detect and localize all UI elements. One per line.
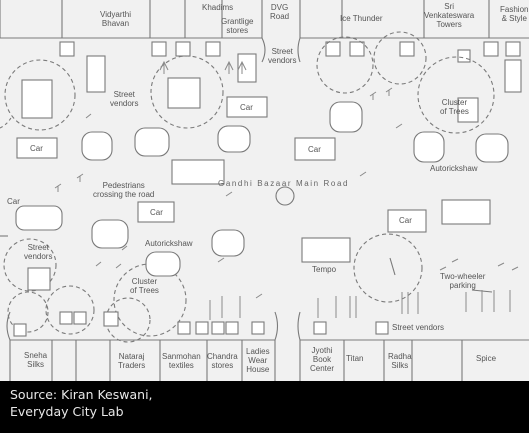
label-car-3: Car xyxy=(308,145,321,154)
shop-sri-venkateswara-towers: Sri Venkateswara Towers xyxy=(424,2,475,29)
shop-nataraj-traders: Nataraj Traders xyxy=(118,352,146,370)
label-autorickshaw-right: Autorickshaw xyxy=(430,164,478,173)
shop-khadims: Khadims xyxy=(202,3,234,12)
shop-grantlige-stores: Grantlige stores xyxy=(221,17,254,35)
label-autorickshaw-middle: Autorickshaw xyxy=(145,239,193,248)
caption-line-2: Everyday City Lab xyxy=(10,404,124,419)
map-drawing xyxy=(0,0,529,381)
label-cluster-of-trees-right: Cluster of Trees xyxy=(440,98,469,116)
shop-sneha-silks: Sneha Silks xyxy=(24,351,48,369)
shop-radha-silks: Radha Silks xyxy=(388,352,412,370)
shop-vidyarthi-bhavan: Vidyarthi Bhavan xyxy=(100,10,131,28)
shop-titan: Titan xyxy=(346,354,364,363)
label-car-1: Car xyxy=(30,144,43,153)
label-street-vendors-top-right: Street vendors xyxy=(268,47,297,65)
caption-line-1: Source: Kiran Keswani, xyxy=(10,387,153,402)
road-name: Gandhi Bazaar Main Road xyxy=(218,179,350,188)
label-car-4: Car xyxy=(7,197,20,206)
label-street-vendors-top-left: Street vendors xyxy=(110,90,139,108)
shop-jyothi-book-center: Jyothi Book Center xyxy=(310,346,335,373)
shop-spice: Spice xyxy=(476,354,497,363)
shop-ladies-wear-house: Ladies Wear House xyxy=(246,347,270,374)
street-map: Vidyarthi Bhavan Khadims Grantlige store… xyxy=(0,0,529,381)
label-cluster-of-trees-bottom: Cluster of Trees xyxy=(130,277,159,295)
label-car-5: Car xyxy=(150,208,163,217)
label-pedestrians-crossing: Pedestrians crossing the road xyxy=(93,181,155,199)
shop-ice-thunder: Ice Thunder xyxy=(340,14,383,23)
label-tempo: Tempo xyxy=(312,265,337,274)
label-two-wheeler-parking: Two-wheeler parking xyxy=(440,272,486,290)
shop-fashion-style: Fashion & Style xyxy=(500,5,529,23)
shop-chandra-stores: Chandra stores xyxy=(207,352,238,370)
source-caption: Source: Kiran Keswani, Everyday City Lab xyxy=(0,381,529,433)
label-car-2: Car xyxy=(240,103,253,112)
shop-sanmohan-textiles: Sanmohan textiles xyxy=(162,352,201,370)
label-car-6: Car xyxy=(399,216,412,225)
label-street-vendors-left: Street vendors xyxy=(24,243,53,261)
shop-dvg-road: DVG Road xyxy=(270,3,290,21)
label-street-vendors-bottom: Street vendors xyxy=(392,323,445,332)
